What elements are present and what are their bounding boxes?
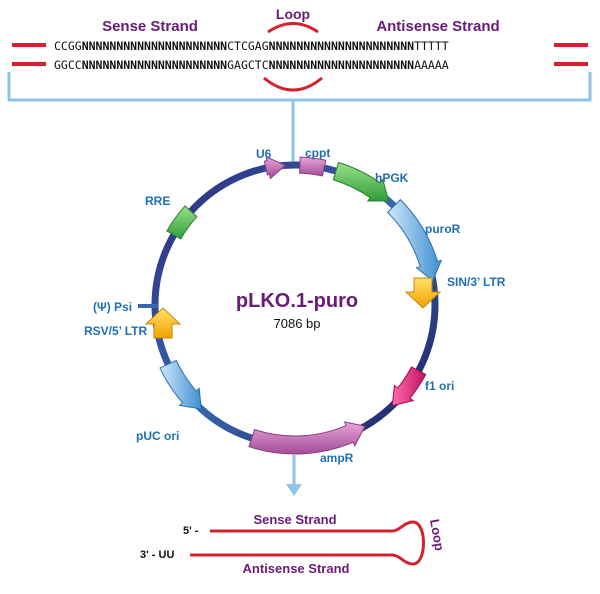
label-u6: U6 [256,147,272,161]
label-rsv-ltr: RSV/5’ LTR [84,324,147,338]
label-cppt: cppt [305,146,330,160]
label-rre: RRE [145,194,170,208]
hairpin-antisense-label: Antisense Strand [243,561,350,576]
plasmid-name: pLKO.1-puro [236,290,358,312]
down-arrow-head [286,484,302,496]
sequence-top: CCGGNNNNNNNNNNNNNNNNNNNNNCTCGAGNNNNNNNNN… [54,39,449,53]
dash-top-right [554,43,588,47]
label-puc-ori: pUC ori [136,429,179,443]
sin-ltr-arrow [404,277,442,309]
ampr-arrow [248,421,366,455]
f1-ori-arrow [391,366,427,407]
dash-top-left [12,43,46,47]
u6-arrow [263,155,287,180]
antisense-strand-label: Antisense Strand [376,18,499,35]
dash-bottom-right [554,62,588,66]
cppt-arrow [299,156,327,177]
dash-bottom-left [12,62,46,66]
sequence-bottom: GGCCNNNNNNNNNNNNNNNNNNNNNGAGCTCNNNNNNNNN… [54,58,449,72]
hpgk-arrow [332,161,390,202]
rsv-ltr-arrow [144,307,182,339]
label-hpgk: hPGK [375,171,409,185]
loop-label-top: Loop [276,6,310,22]
loop-arc-top [267,22,319,34]
sense-strand-label: Sense Strand [102,18,198,35]
label-psi: (Ψ) Psi [93,300,132,314]
hairpin-loop [391,520,425,566]
hairpin-three-prime: 3' - UU [140,549,174,561]
label-puror: puroR [425,222,461,236]
hairpin-sense-label: Sense Strand [253,512,336,527]
loop-arc-bottom [263,76,323,92]
rre-arrow [166,205,198,240]
label-ampr: ampR [320,451,354,465]
plasmid-size: 7086 bp [274,316,321,331]
label-f1-ori: f1 ori [425,379,454,393]
insert-bracket [7,72,592,102]
feature-arrows [159,155,443,455]
label-sin-ltr: SIN/3’ LTR [447,275,506,289]
hairpin-loop-label: Loop [427,518,447,552]
hairpin-five-prime: 5' - [183,525,199,537]
puc-ori-arrow [159,359,202,410]
puror-arrow [386,198,443,282]
